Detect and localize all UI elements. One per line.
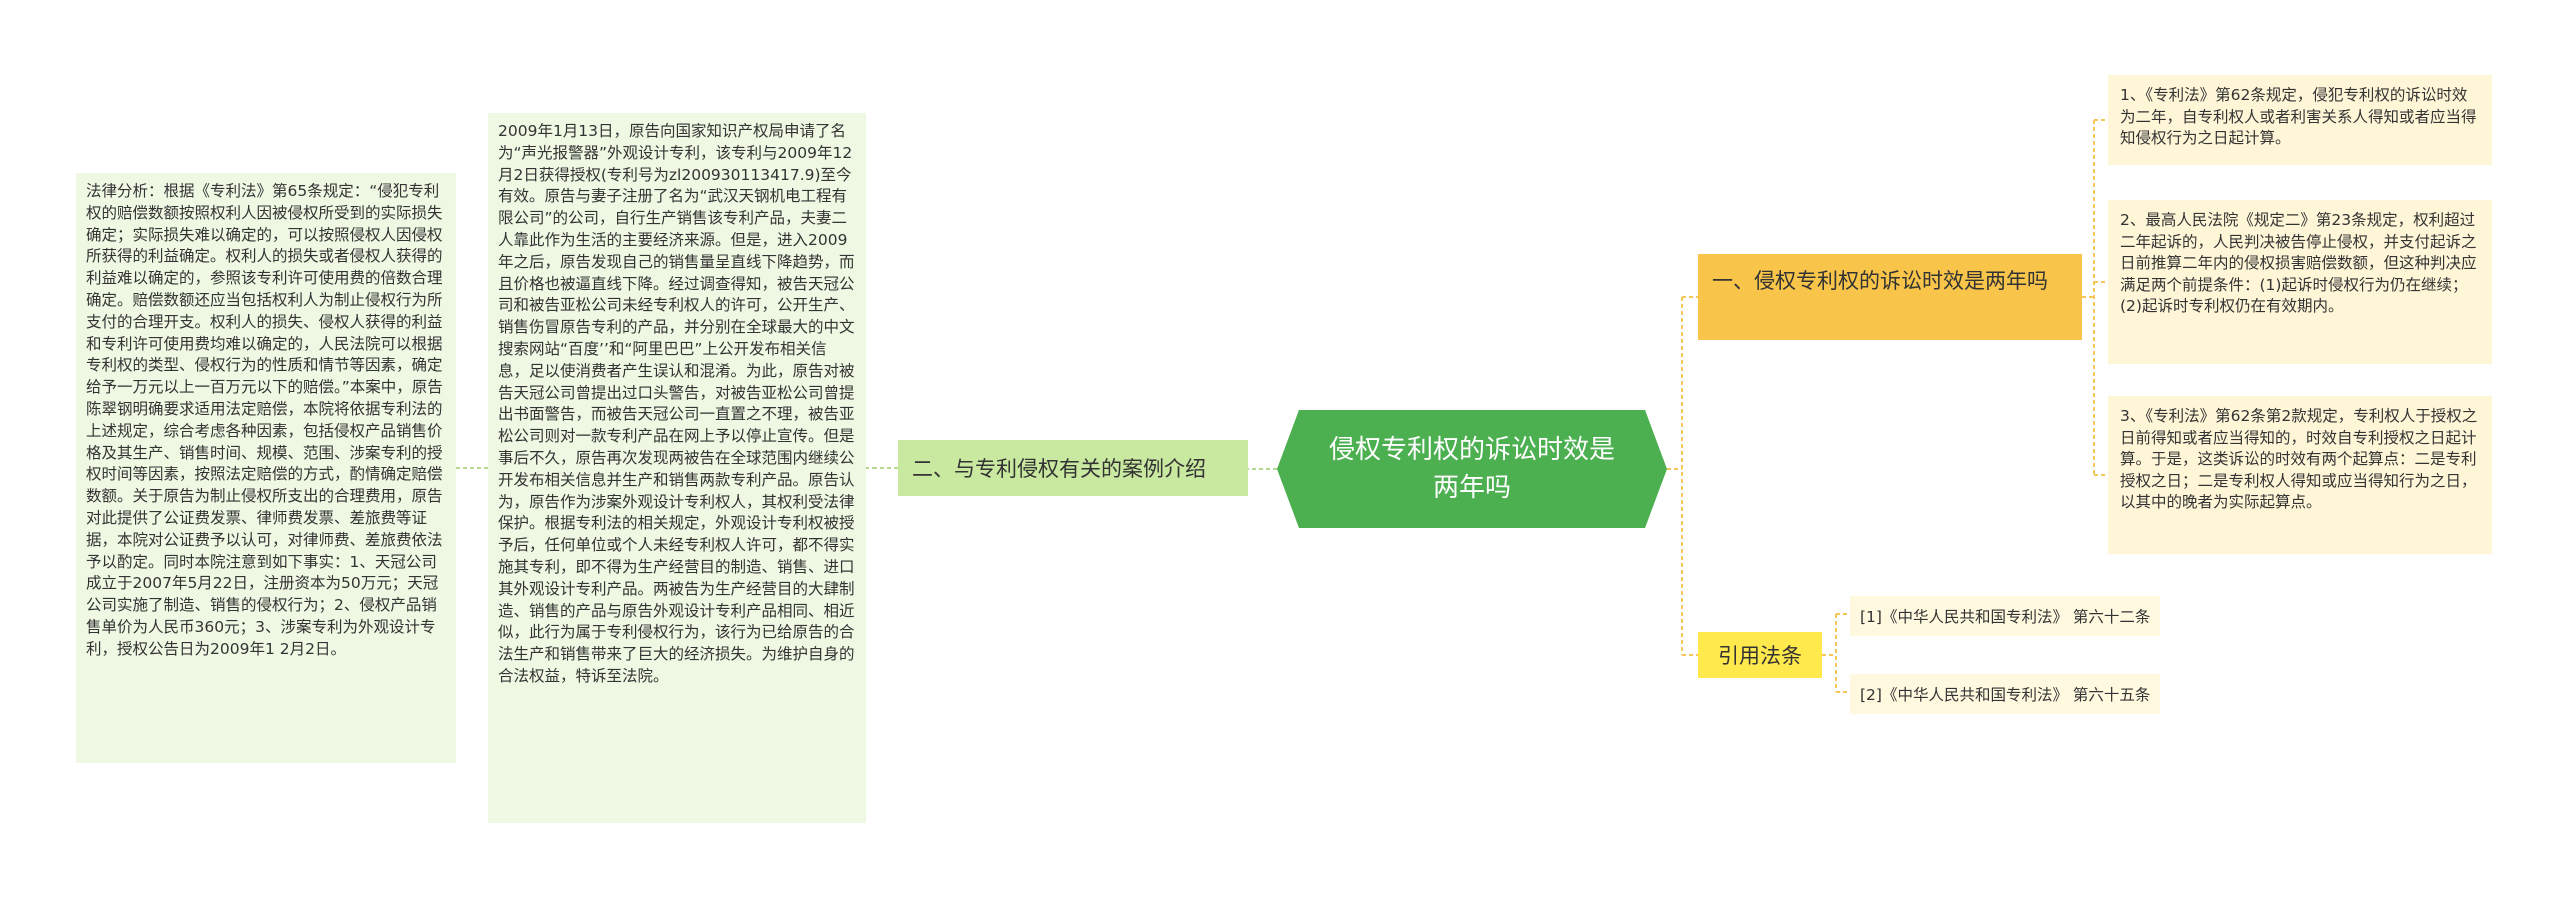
cited-law-1[interactable]: [1]《中华人民共和国专利法》 第六十二条 xyxy=(1850,596,2161,636)
limitation-item-2-text: 2、最高人民法院《规定二》第23条规定，权利超过二年起诉的，人民判决被告停止侵权… xyxy=(2120,211,2477,315)
cited-law-2-text: [2]《中华人民共和国专利法》 第六十五条 xyxy=(1860,686,2151,704)
cited-law-1-text: [1]《中华人民共和国专利法》 第六十二条 xyxy=(1860,608,2151,626)
branch-limitation-label: 一、侵权专利权的诉讼时效是两年吗 xyxy=(1712,269,2048,293)
limitation-item-2[interactable]: 2、最高人民法院《规定二》第23条规定，权利超过二年起诉的，人民判决被告停止侵权… xyxy=(2108,200,2492,364)
case-analysis-text[interactable]: 法律分析：根据《专利法》第65条规定：“侵犯专利权的赔偿数额按照权利人因被侵权所… xyxy=(76,173,456,763)
branch-limitation[interactable]: 一、侵权专利权的诉讼时效是两年吗 xyxy=(1698,254,2082,340)
link-refs-leaves xyxy=(1822,613,1850,693)
case-facts-content: 2009年1月13日，原告向国家知识产权局申请了名为“声光报警器”外观设计专利，… xyxy=(498,122,855,685)
root-topic[interactable]: 侵权专利权的诉讼时效是两年吗 xyxy=(1277,410,1667,528)
root-topic-label: 侵权专利权的诉讼时效是两年吗 xyxy=(1328,435,1615,503)
branch-cited-laws[interactable]: 引用法条 xyxy=(1698,632,1822,678)
cited-law-2[interactable]: [2]《中华人民共和国专利法》 第六十五条 xyxy=(1850,674,2161,714)
case-analysis-content: 法律分析：根据《专利法》第65条规定：“侵犯专利权的赔偿数额按照权利人因被侵权所… xyxy=(86,182,443,658)
limitation-item-3-text: 3、《专利法》第62条第2款规定，专利权人于授权之日前得知或者应当得知的，时效自… xyxy=(2120,407,2478,511)
link-root-right xyxy=(1667,296,1698,656)
branch-case-intro[interactable]: 二、与专利侵权有关的案例介绍 xyxy=(898,440,1248,496)
link-limitation-leaves xyxy=(2082,119,2108,476)
branch-case-intro-label: 二、与专利侵权有关的案例介绍 xyxy=(912,457,1206,481)
case-facts-text[interactable]: 2009年1月13日，原告向国家知识产权局申请了名为“声光报警器”外观设计专利，… xyxy=(488,113,866,823)
limitation-item-1-text: 1、《专利法》第62条规定，侵犯专利权的诉讼时效为二年，自专利权人或者利害关系人… xyxy=(2120,86,2477,147)
limitation-item-1[interactable]: 1、《专利法》第62条规定，侵犯专利权的诉讼时效为二年，自专利权人或者利害关系人… xyxy=(2108,75,2492,165)
branch-cited-laws-label: 引用法条 xyxy=(1718,644,1802,668)
limitation-item-3[interactable]: 3、《专利法》第62条第2款规定，专利权人于授权之日前得知或者应当得知的，时效自… xyxy=(2108,396,2492,554)
